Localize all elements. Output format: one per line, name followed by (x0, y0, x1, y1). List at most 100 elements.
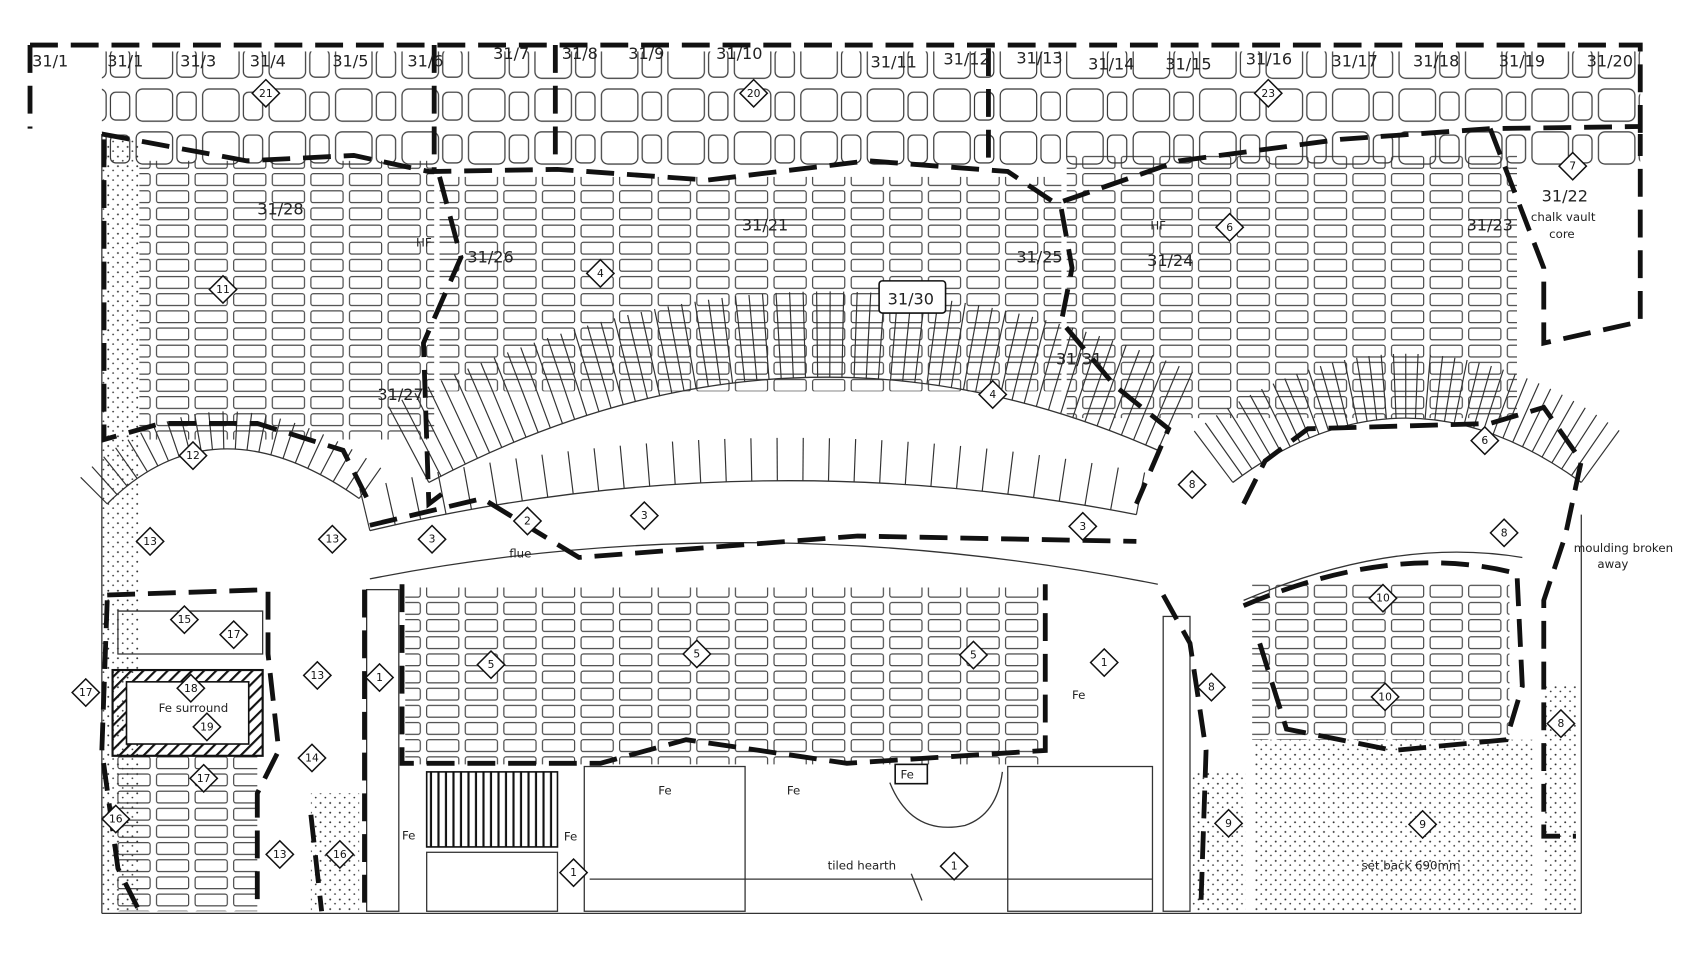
phase-marker: 8 (1177, 469, 1207, 500)
voussoir (270, 418, 282, 456)
voussoir (282, 422, 296, 459)
diamond-marker-shape (585, 258, 616, 289)
voussoir (619, 445, 625, 489)
arch-intrados (369, 480, 1137, 532)
context-label: 31/6 (407, 51, 443, 70)
phase-marker: 13 (265, 839, 295, 870)
phase-number: 8 (1501, 526, 1508, 539)
voussoir (307, 434, 325, 469)
voussoir (1261, 388, 1291, 447)
voussoir (1502, 378, 1528, 439)
arch-intrados (1232, 417, 1582, 483)
diamond-marker-shape (417, 524, 447, 554)
phase-number: 3 (1079, 520, 1086, 533)
voussoir (879, 440, 883, 484)
voussoir (1482, 369, 1504, 431)
diamond-marker-shape (1470, 425, 1500, 456)
masonry (101, 51, 1641, 912)
voussoir (1108, 349, 1140, 431)
annotation-fe: Fe (787, 783, 800, 797)
voussoir (440, 380, 478, 459)
phase-marker: 13 (302, 660, 333, 691)
voussoir (1343, 359, 1359, 424)
arch-intrados (428, 376, 1159, 483)
voussoir (332, 449, 353, 483)
voussoir (140, 432, 159, 467)
phase-marker: 3 (1068, 511, 1098, 542)
voussoir (1011, 316, 1034, 401)
phase-number: 14 (305, 751, 319, 764)
voussoir (567, 451, 574, 494)
phase-number: 2 (524, 515, 531, 528)
voussoir (1058, 458, 1067, 502)
voussoir (520, 347, 551, 429)
voussoir (1295, 373, 1320, 435)
context-label: 31/3 (180, 51, 216, 70)
context-label: 31/14 (1088, 55, 1134, 74)
voussoir (645, 443, 651, 487)
context-label: 31/27 (377, 385, 423, 404)
voussoir (1541, 400, 1575, 458)
diamond-marker-shape (188, 763, 219, 794)
voussoir (667, 306, 685, 391)
phase-number: 13 (273, 848, 287, 861)
voussoir (1110, 467, 1119, 510)
phase-marker: 2 (512, 506, 543, 536)
annotation-hf: HF (416, 236, 432, 250)
phase-boundaries (27, 42, 1643, 913)
phase-number: 3 (429, 533, 436, 546)
voussoir (1570, 422, 1609, 476)
phase-marker: 13 (317, 524, 348, 554)
voussoir (853, 439, 857, 482)
context-label: 31/28 (257, 199, 303, 218)
voussoir (208, 412, 214, 450)
context-label: 31/11 (871, 53, 917, 72)
diamond-marker-shape (629, 500, 660, 531)
annotation-hf: HF (1150, 218, 1166, 232)
context-label: 31/8 (562, 44, 598, 63)
phase-number: 4 (989, 388, 996, 401)
phase-number: 1 (570, 866, 577, 879)
diamond-marker-shape (1253, 78, 1283, 108)
annotation-fe: Fe (658, 783, 671, 797)
phase-number: 5 (970, 649, 977, 662)
phase-marker: 10 (1370, 682, 1400, 712)
phase-marker: 11 (208, 274, 238, 305)
voussoir (1561, 414, 1598, 470)
phase-marker: 4 (978, 379, 1008, 410)
voussoir (1193, 430, 1234, 483)
voussoir (955, 445, 962, 489)
voussoir (1272, 383, 1301, 443)
diamond-marker-shape (978, 379, 1008, 410)
phase-marker: 3 (629, 500, 660, 531)
phase-marker: 6 (1214, 212, 1245, 242)
voussoir (1047, 327, 1074, 411)
annotation-fe: Fe (564, 829, 577, 843)
voussoir (1023, 320, 1047, 404)
voussoir (1414, 354, 1419, 419)
phase-marker: 6 (1470, 425, 1500, 456)
phase-number: 23 (1261, 87, 1275, 100)
context-label: 31/1 (107, 51, 143, 70)
phase-marker: 18 (176, 673, 206, 703)
voussoir (1424, 354, 1431, 419)
phase-number: 13 (326, 533, 340, 546)
phase-marker: 20 (738, 78, 769, 108)
voussoir (586, 325, 612, 409)
phase-marker: 7 (1558, 151, 1588, 181)
voussoir (1132, 360, 1167, 441)
context-label: 31/4 (250, 51, 286, 70)
diamond-marker-shape (178, 440, 208, 471)
voussoir (359, 488, 371, 531)
phase-number: 16 (109, 813, 123, 826)
voussoir (515, 458, 523, 501)
phase-number: 3 (641, 509, 648, 522)
diamond-marker-shape (176, 673, 206, 703)
phase-marker: 4 (585, 258, 616, 289)
phase-marker: 8 (1546, 708, 1576, 739)
structure-lines (101, 134, 1582, 915)
annotation-fe: Fe (1072, 688, 1085, 702)
voussoir (546, 337, 576, 420)
voussoir (294, 427, 310, 464)
